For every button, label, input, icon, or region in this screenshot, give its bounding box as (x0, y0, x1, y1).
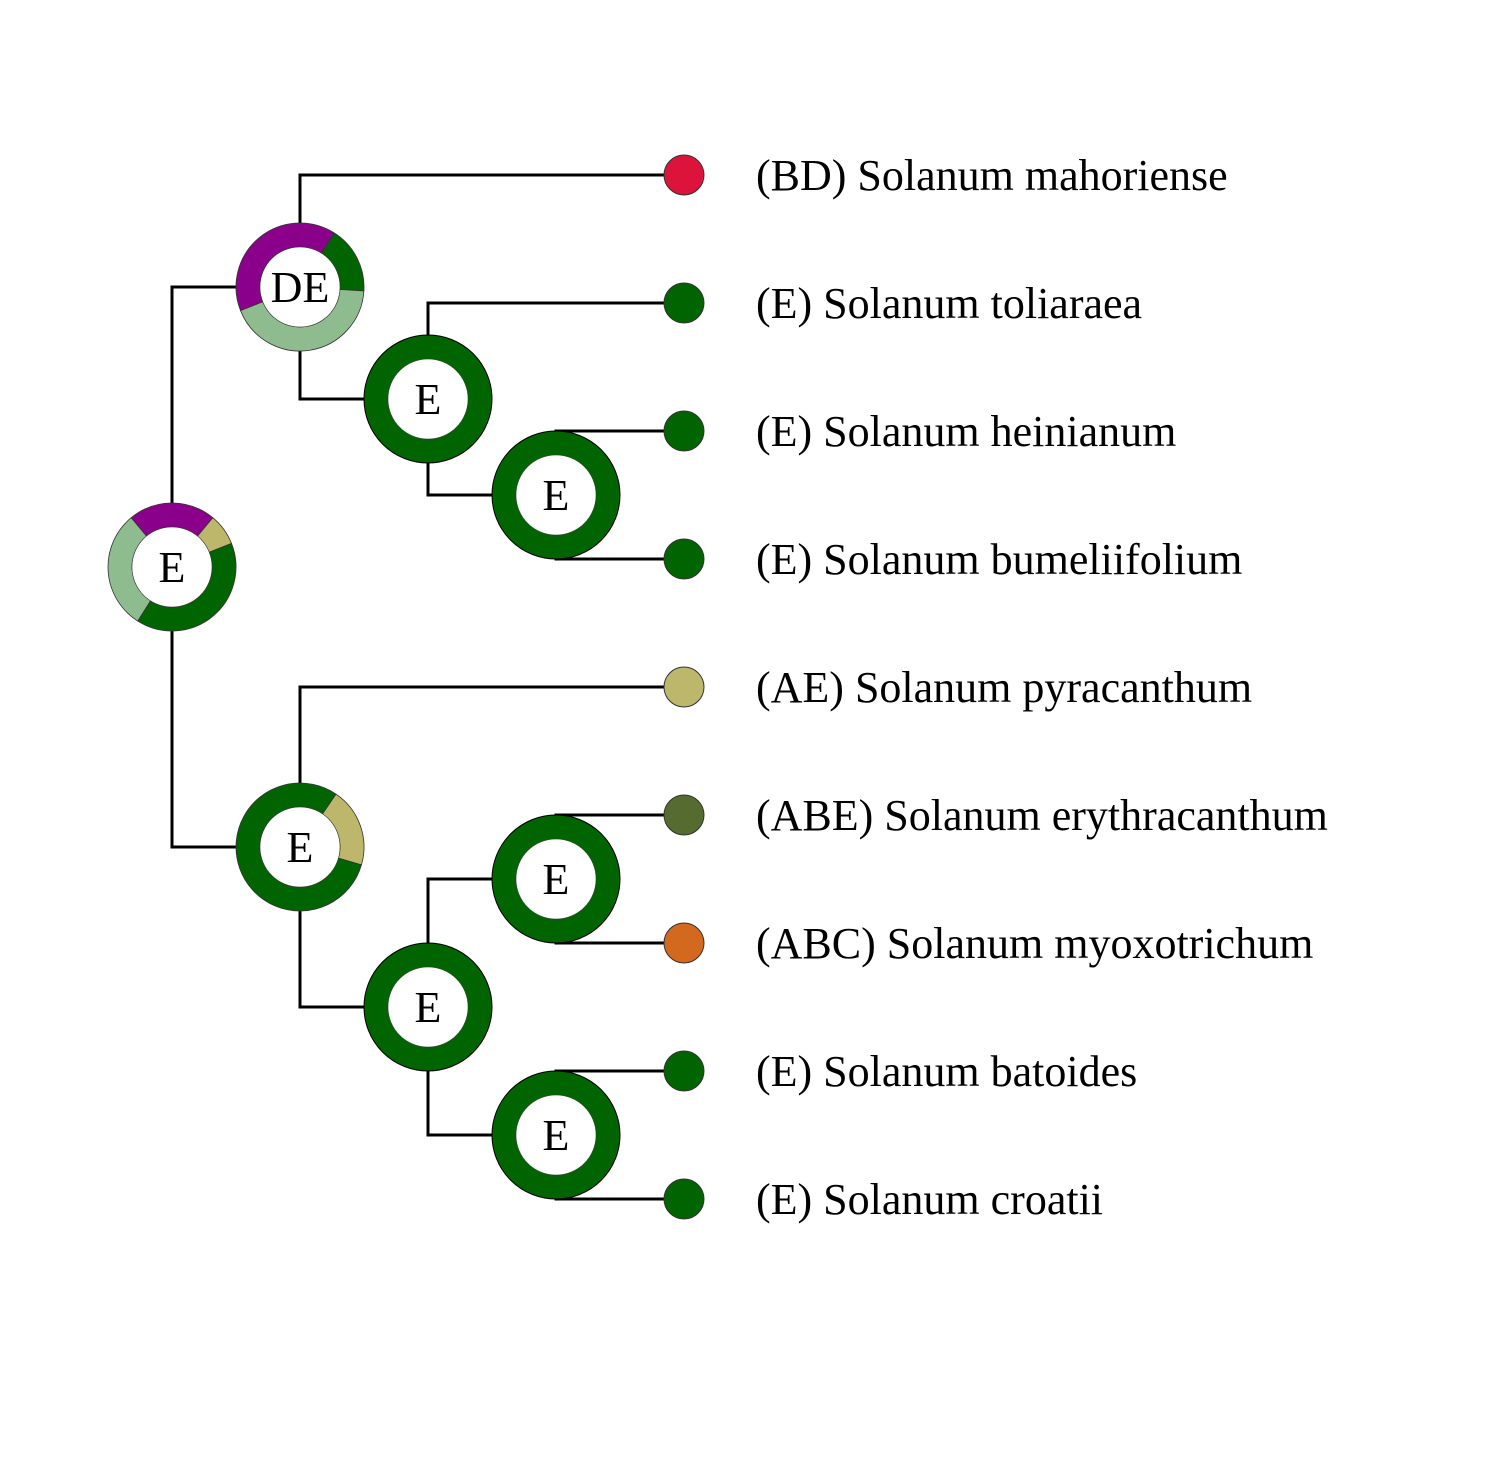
ancestral-state-pies: E DE E E E E E E (107, 222, 621, 1200)
tip-markers: (BD) Solanum mahoriense (E) Solanum tolia… (663, 151, 1328, 1224)
node-state-label: E (415, 375, 442, 424)
tip-t2: (E) Solanum toliaraea (663, 279, 1142, 328)
pie-slice-E (364, 943, 492, 1071)
node-n_bot_d: E (491, 1070, 621, 1200)
pie-slice-E (492, 431, 620, 559)
pie-center (387, 358, 469, 440)
tip-state-marker (663, 154, 705, 196)
tip-state-marker (663, 1178, 705, 1220)
node-state-label: E (543, 1111, 570, 1160)
tip-label: (ABC) Solanum myoxotrichum (756, 919, 1313, 968)
pie-center (515, 838, 597, 920)
tip-t5: (AE) Solanum pyracanthum (663, 663, 1252, 712)
tip-state-marker (663, 922, 705, 964)
pie-center (259, 806, 341, 888)
tip-state-marker (663, 538, 705, 580)
tip-label: (E) Solanum toliaraea (756, 279, 1142, 328)
pie-center (515, 454, 597, 536)
node-state-label: E (159, 543, 186, 592)
tip-t3: (E) Solanum heinianum (663, 407, 1176, 456)
pie-slice-E (492, 815, 620, 943)
node-state-label: E (543, 471, 570, 520)
tip-label: (BD) Solanum mahoriense (756, 151, 1228, 200)
node-n_bot_c: E (491, 814, 621, 944)
node-n_root: E (107, 502, 237, 632)
node-state-label: E (287, 823, 314, 872)
pie-center (515, 1094, 597, 1176)
tip-t8: (E) Solanum batoides (663, 1047, 1137, 1096)
tip-state-marker (663, 1050, 705, 1092)
node-n_top: DE (235, 222, 365, 352)
tip-t1: (BD) Solanum mahoriense (663, 151, 1228, 200)
pie-outline (363, 334, 493, 464)
tip-state-marker (663, 666, 705, 708)
pie-outline (491, 430, 621, 560)
pie-outline (491, 1070, 621, 1200)
tip-t6: (ABE) Solanum erythracanthum (663, 791, 1328, 840)
node-n_top_b: E (363, 334, 493, 464)
pie-center (259, 246, 341, 328)
node-state-label: E (415, 983, 442, 1032)
tip-t7: (ABC) Solanum myoxotrichum (663, 919, 1313, 968)
tip-label: (ABE) Solanum erythracanthum (756, 791, 1328, 840)
pie-center (131, 526, 213, 608)
tip-t9: (E) Solanum croatii (663, 1175, 1103, 1224)
tip-label: (E) Solanum batoides (756, 1047, 1137, 1096)
tip-state-marker (663, 410, 705, 452)
pie-slice-E (364, 335, 492, 463)
node-n_bot: E (235, 782, 365, 912)
tip-label: (E) Solanum heinianum (756, 407, 1176, 456)
pie-outline (363, 942, 493, 1072)
node-state-label: DE (271, 263, 330, 312)
pie-slice-E (492, 1071, 620, 1199)
node-state-label: E (543, 855, 570, 904)
tip-state-marker (663, 794, 705, 836)
pie-center (387, 966, 469, 1048)
node-n_bot_b: E (363, 942, 493, 1072)
node-n_top_c: E (491, 430, 621, 560)
tip-t4: (E) Solanum bumeliifolium (663, 535, 1242, 584)
tip-label: (E) Solanum bumeliifolium (756, 535, 1242, 584)
tip-label: (E) Solanum croatii (756, 1175, 1103, 1224)
tip-state-marker (663, 282, 705, 324)
pie-outline (491, 814, 621, 944)
tip-label: (AE) Solanum pyracanthum (756, 663, 1252, 712)
